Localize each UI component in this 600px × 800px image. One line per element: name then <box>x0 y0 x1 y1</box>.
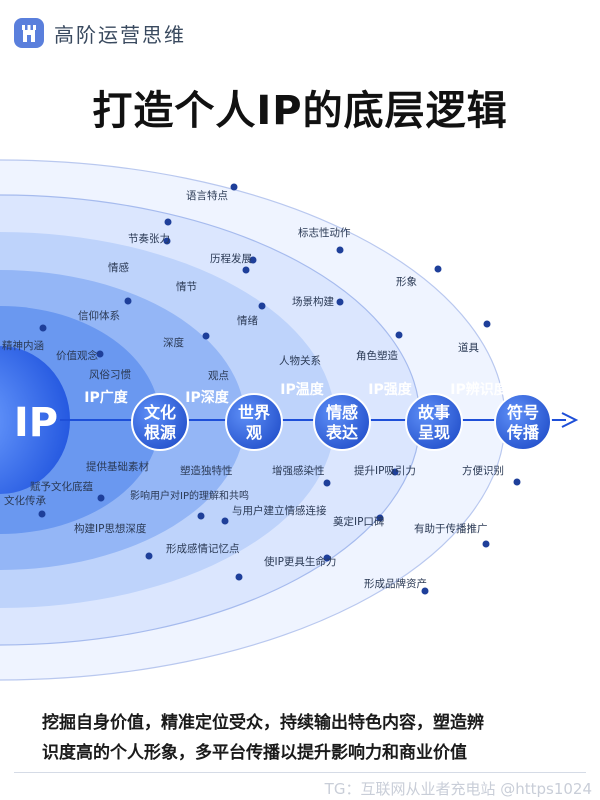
label-mood: 情绪 <box>237 314 258 327</box>
label-ip-thought-depth: 构建IP思想深度 <box>74 522 147 535</box>
svg-text:呈现: 呈现 <box>418 423 450 442</box>
stage-label-strength: IP强度 <box>368 381 412 398</box>
label-role-shaping: 角色塑造 <box>356 349 398 362</box>
node-emotion-expression: 情感 表达 <box>313 393 371 451</box>
label-brand-asset: 形成品牌资产 <box>364 577 427 590</box>
summary-line-1: 挖掘自身价值，精准定位受众，持续输出特色内容，塑造辨 <box>42 713 484 733</box>
svg-text:观: 观 <box>246 423 262 442</box>
core-ip-text: IP <box>14 400 58 446</box>
label-scene-building: 场景构建 <box>292 295 334 308</box>
label-values: 价值观念 <box>56 349 98 362</box>
label-vitality: 使IP更具生命力 <box>264 555 336 568</box>
label-spiritual-connotation: 精神内涵 <box>2 339 44 352</box>
label-belief-system: 信仰体系 <box>78 309 120 322</box>
node-worldview: 世界 观 <box>225 393 283 451</box>
svg-text:故事: 故事 <box>418 403 450 422</box>
stage-label-recognition: IP辨识度 <box>450 381 508 398</box>
label-cultural-heritage-depth: 赋予文化底蕴 <box>30 480 93 493</box>
label-culture-inheritance: 文化传承 <box>4 494 46 507</box>
stage-label-depth: IP深度 <box>185 389 229 406</box>
label-plot: 情节 <box>176 280 197 293</box>
label-provide-material: 提供基础素材 <box>86 460 149 473</box>
node-culture-root: 文化 根源 <box>131 393 189 451</box>
axis-arrow-icon <box>561 412 579 428</box>
label-image: 形象 <box>396 276 417 288</box>
label-props: 道具 <box>458 341 479 354</box>
label-influence-understanding: 影响用户对IP的理解和共鸣 <box>130 489 249 502</box>
svg-text:世界: 世界 <box>238 403 270 422</box>
label-shape-uniqueness: 塑造独特性 <box>180 464 233 477</box>
label-course-development: 历程发展 <box>210 252 252 265</box>
svg-text:传播: 传播 <box>506 423 540 442</box>
ip-core <box>0 346 70 494</box>
label-easy-recognition: 方便识别 <box>462 464 504 477</box>
label-spread-promotion: 有助于传播推广 <box>414 522 488 535</box>
watermark: TG：互联网从业者充电站 @https1024 <box>324 780 592 798</box>
svg-text:根源: 根源 <box>144 423 176 442</box>
node-story-presentation: 故事 呈现 <box>405 393 463 451</box>
label-depth: 深度 <box>163 336 184 349</box>
svg-text:符号: 符号 <box>507 403 539 422</box>
stage-label-warmth: IP温度 <box>280 381 324 398</box>
ring-dots <box>38 183 521 595</box>
svg-text:表达: 表达 <box>325 423 358 442</box>
node-symbol-spread: 符号 传播 <box>494 393 552 451</box>
label-emotional-memory: 形成感情记忆点 <box>166 542 240 555</box>
svg-text:情感: 情感 <box>326 403 358 422</box>
tower-logo-icon <box>14 18 44 48</box>
stage-label-breadth: IP广度 <box>84 389 128 406</box>
brand-name: 高阶运营思维 <box>54 22 186 47</box>
summary-text: 挖掘自身价值，精准定位受众，持续输出特色内容，塑造辨 识度高的个人形象，多平台传… <box>42 708 570 768</box>
label-character-relations: 人物关系 <box>279 354 321 367</box>
label-enhance-infectiousness: 增强感染性 <box>272 464 325 477</box>
label-rhythm-tension: 节奏张力 <box>128 232 170 245</box>
summary-line-2: 识度高的个人形象，多平台传播以提升影响力和商业价值 <box>42 743 467 763</box>
label-emotion: 情感 <box>108 261 129 274</box>
label-attractiveness: 提升IP吸引力 <box>354 464 416 477</box>
header: 高阶运营思维 <box>14 16 186 50</box>
label-customs: 风俗习惯 <box>89 368 131 381</box>
label-viewpoint: 观点 <box>208 370 229 382</box>
label-emotional-connection: 与用户建立情感连接 <box>232 504 327 517</box>
label-language-features: 语言特点 <box>186 189 228 202</box>
label-reputation: 奠定IP口碑 <box>333 515 385 528</box>
label-signature-action: 标志性动作 <box>298 226 351 239</box>
ip-logic-diagram: IP IP广度 IP深度 IP温度 IP强度 IP辨识度 文化 根源 世界 观 … <box>0 159 579 681</box>
page-title: 打造个人IP的底层逻辑 <box>92 88 508 134</box>
svg-text:文化: 文化 <box>144 403 176 422</box>
footer-divider <box>14 772 586 773</box>
